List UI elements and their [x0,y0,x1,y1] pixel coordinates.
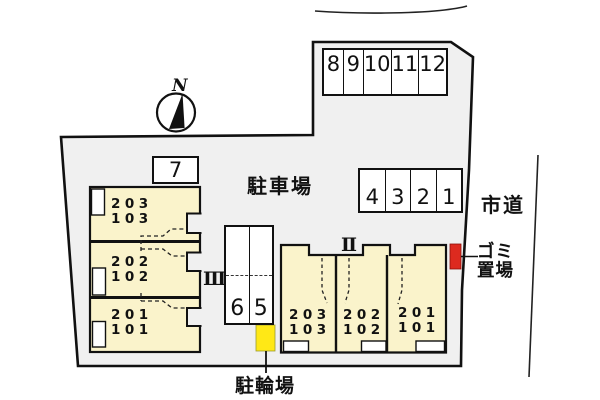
parking-stall-8: 8 [324,50,343,94]
building-3-porches [90,188,107,348]
building-3-body [88,185,202,354]
building-3-walkways [140,228,187,309]
room-label-left-2: 202 102 [111,255,153,285]
room-number: 101 [111,322,153,338]
parking-lot-label: 駐車場 [247,174,313,198]
city-road-label: 市道 [481,193,525,217]
room-number: 202 [343,307,385,323]
parking-stall-4: 4 [360,170,385,211]
stall-number: 10 [363,52,391,76]
north-label: N [172,76,188,96]
top-road-line [314,5,468,14]
stall-number: 7 [168,158,183,182]
parking-row-middle: 6 5 [224,225,274,325]
stall-number: 12 [419,52,447,76]
parking-stall-10: 10 [362,50,391,94]
parking-stall-12: 12 [418,50,446,94]
room-number: 201 [398,305,440,321]
garbage-label-line1: ゴミ [477,242,514,262]
stall-number: 11 [391,52,419,76]
north-arrow-icon [155,92,197,133]
parking-stall-1: 1 [435,170,462,211]
stall-number: 3 [391,185,405,209]
room-number: 203 [289,307,331,323]
room-number: 103 [111,211,153,227]
parking-stall-3: 3 [384,170,411,211]
stall-number: 1 [442,185,456,209]
stall-number: 5 [253,296,268,321]
stall-divider-dashed [226,275,272,276]
room-label-right-3: 201 101 [398,306,440,336]
stall-number: 4 [365,185,379,209]
room-label-right-2: 202 102 [343,308,385,338]
building-2-label: Ⅱ [341,234,358,256]
parking-stall-7: 7 [152,156,199,184]
room-number: 201 [111,307,153,323]
room-label-left-3: 201 101 [111,308,153,338]
garbage-area-marker [449,243,462,270]
building-3-entry-notches [186,212,202,327]
stall-number: 9 [346,52,361,76]
parking-stall-9: 9 [342,50,363,94]
building-2-walkways [321,258,403,305]
garbage-area-label: ゴミ 置場 [477,243,514,280]
garbage-label-line2: 置場 [477,260,514,281]
parking-stall-6: 6 [226,227,249,323]
parking-stall-11: 11 [390,50,419,94]
bicycle-parking-label: 駐輪場 [235,375,296,397]
parking-row-top: 8 9 10 11 12 [322,48,448,96]
building-2-porches [282,340,446,353]
stall-number: 2 [416,185,430,209]
stall-number: 6 [230,296,245,321]
room-number: 101 [398,320,440,336]
room-number: 103 [289,322,331,338]
room-number: 102 [111,269,153,285]
parking-stall-2: 2 [410,170,436,211]
bicycle-area-marker [255,324,276,352]
room-number: 202 [111,254,153,270]
parking-row-right: 4 3 2 1 [358,168,463,213]
building-3-label: Ⅲ [203,268,227,290]
room-number: 102 [343,322,385,338]
room-label-left-1: 203 103 [111,197,153,227]
room-number: 203 [111,196,153,212]
city-road-line [528,154,539,378]
stall-number: 8 [326,52,341,76]
room-label-right-1: 203 103 [289,308,331,338]
